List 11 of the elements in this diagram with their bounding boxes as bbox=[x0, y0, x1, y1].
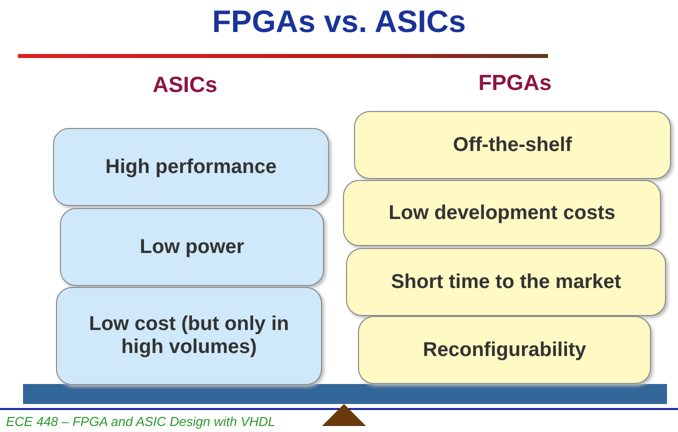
feature-box: Off-the-shelf bbox=[354, 111, 671, 179]
feature-box: Low development costs bbox=[343, 180, 661, 246]
feature-box: Short time to the market bbox=[346, 248, 666, 316]
feature-box: Low cost (but only in high volumes) bbox=[56, 287, 322, 385]
feature-box: Reconfigurability bbox=[358, 316, 651, 384]
feature-box: High performance bbox=[53, 128, 329, 206]
feature-box: Low power bbox=[60, 208, 324, 286]
column-heading: FPGAs bbox=[477, 70, 553, 96]
footer-text: ECE 448 – FPGA and ASIC Design with VHDL bbox=[6, 414, 276, 429]
slide-title: FPGAs vs. ASICs bbox=[211, 4, 467, 40]
column-heading: ASICs bbox=[152, 72, 218, 98]
